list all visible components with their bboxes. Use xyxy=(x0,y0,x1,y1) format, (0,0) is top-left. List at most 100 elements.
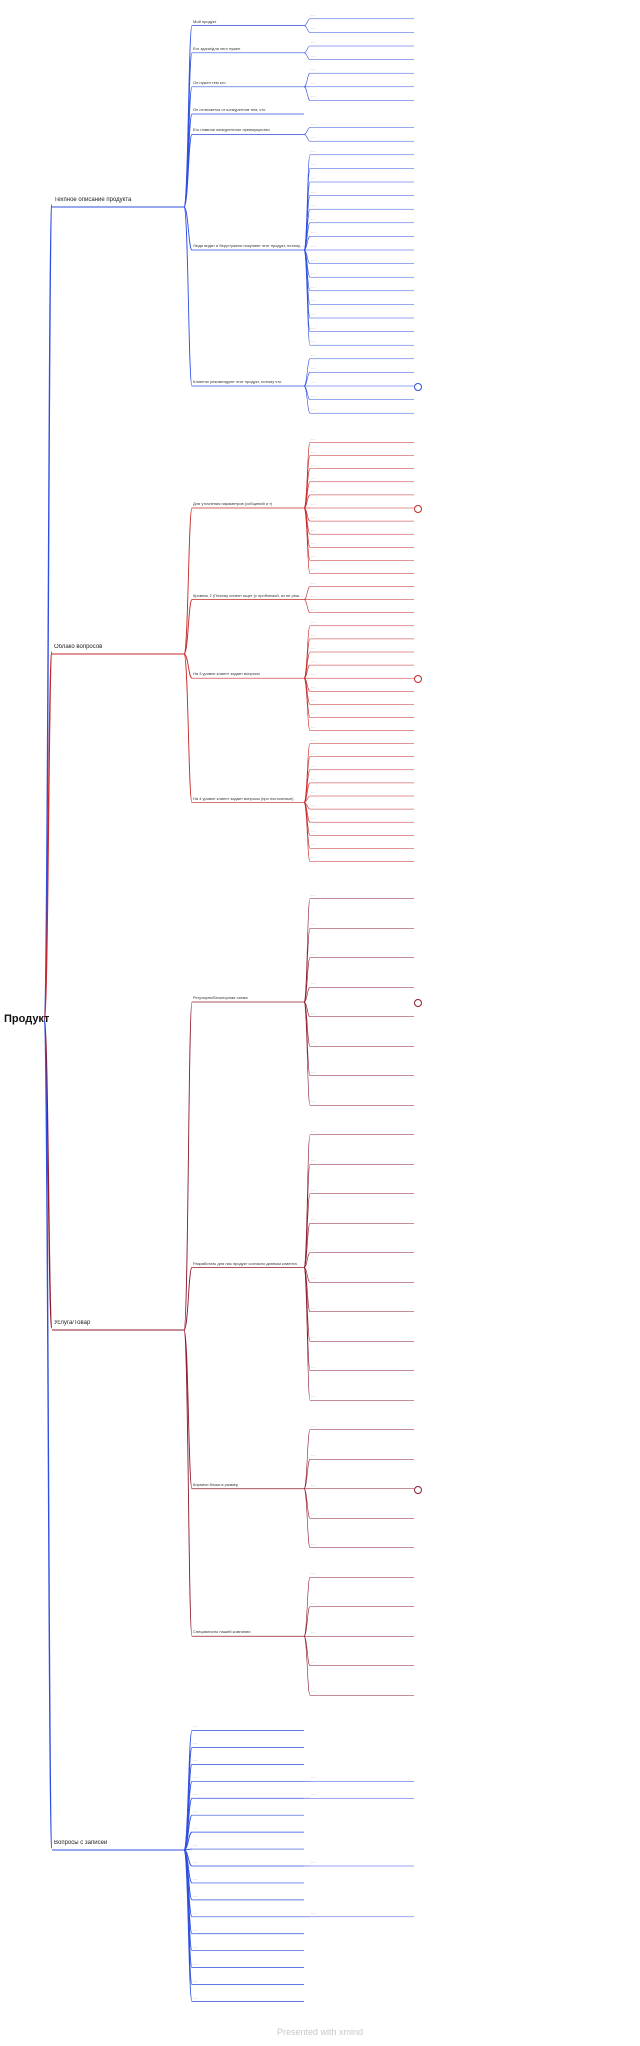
leaf-node[interactable]: … xyxy=(311,203,315,208)
leaf-node[interactable]: … xyxy=(311,580,315,585)
leaf-node[interactable]: … xyxy=(311,40,315,44)
child-node[interactable]: … xyxy=(193,1826,197,1831)
leaf-node[interactable]: … xyxy=(311,244,315,248)
child-node[interactable]: … xyxy=(193,1775,197,1780)
leaf-node[interactable]: … xyxy=(311,67,315,72)
leaf-node[interactable]: … xyxy=(311,1482,315,1487)
leaf-node[interactable]: … xyxy=(311,189,315,194)
leaf-node[interactable]: … xyxy=(311,922,315,927)
leaf-node[interactable]: … xyxy=(311,1423,315,1428)
leaf-node[interactable]: … xyxy=(311,515,315,520)
leaf-node[interactable]: … xyxy=(311,436,315,441)
leaf-node[interactable]: … xyxy=(311,475,315,480)
child-node[interactable]: … xyxy=(193,1927,197,1932)
leaf-node[interactable]: … xyxy=(311,462,315,467)
leaf-node[interactable]: … xyxy=(311,352,315,357)
leaf-node[interactable]: … xyxy=(311,981,315,986)
leaf-node[interactable]: … xyxy=(311,230,315,235)
leaf-node[interactable]: … xyxy=(311,1541,315,1546)
leaf-node[interactable]: … xyxy=(311,80,315,85)
leaf-node[interactable]: … xyxy=(311,685,315,690)
leaf-node[interactable]: … xyxy=(311,816,315,821)
child-node[interactable]: … xyxy=(193,1978,197,1983)
leaf-node[interactable]: … xyxy=(311,619,315,624)
child-node[interactable]: … xyxy=(193,1910,197,1915)
leaf-node[interactable]: … xyxy=(311,1217,315,1222)
leaf-node[interactable]: … xyxy=(311,1659,315,1664)
leaf-node[interactable]: … xyxy=(311,298,315,303)
leaf-node[interactable]: … xyxy=(311,121,315,126)
child-node[interactable]: … xyxy=(193,1741,197,1746)
leaf-node[interactable]: … xyxy=(311,312,315,316)
leaf-node[interactable]: … xyxy=(311,803,315,808)
leaf-node[interactable]: … xyxy=(311,1600,315,1605)
child-node[interactable]: … xyxy=(193,1961,197,1966)
leaf-node[interactable]: … xyxy=(311,567,315,572)
leaf-node[interactable]: … xyxy=(311,711,315,716)
leaf-node[interactable]: … xyxy=(311,380,315,384)
leaf-node[interactable]: … xyxy=(311,632,315,637)
leaf-node[interactable]: … xyxy=(311,1010,315,1015)
leaf-node[interactable]: … xyxy=(311,257,315,262)
leaf-node[interactable]: … xyxy=(311,366,315,371)
leaf-node[interactable]: … xyxy=(311,606,315,611)
leaf-node[interactable]: … xyxy=(311,271,315,276)
leaf-node[interactable]: … xyxy=(311,842,315,847)
branch-node[interactable]: Услуга/Товар xyxy=(54,1320,91,1326)
child-node[interactable]: Он отличается от конкурентов тем, что xyxy=(193,108,266,112)
child-node[interactable]: На 4 уровне клиент задает вопросы (про п… xyxy=(193,796,294,801)
leaf-node[interactable]: … xyxy=(311,528,315,533)
leaf-node[interactable]: … xyxy=(311,1394,315,1399)
leaf-node[interactable]: … xyxy=(311,698,315,703)
child-node[interactable]: … xyxy=(193,1860,197,1864)
child-node[interactable]: Кровель 2 (Почему клиент ищет (с проблем… xyxy=(193,593,305,598)
child-node[interactable]: … xyxy=(193,1944,197,1949)
leaf-node[interactable]: … xyxy=(311,659,315,664)
child-node[interactable]: Люди видят и берут/ужели покупают этот п… xyxy=(193,244,305,248)
child-node[interactable]: … xyxy=(193,1758,197,1763)
leaf-node[interactable]: … xyxy=(311,1276,315,1281)
child-node[interactable]: Клиенты рекомендуют этот продукт, потому… xyxy=(193,380,282,384)
leaf-node[interactable]: … xyxy=(311,1099,315,1104)
child-node[interactable]: Кирпичи блоки в размер xyxy=(193,1482,239,1487)
leaf-node[interactable]: … xyxy=(311,737,315,742)
collapse-toggle-icon[interactable] xyxy=(414,1485,422,1494)
child-node[interactable]: … xyxy=(193,1724,197,1729)
leaf-node[interactable]: … xyxy=(311,26,315,31)
leaf-node[interactable]: … xyxy=(311,1910,315,1915)
leaf-node[interactable]: … xyxy=(311,176,315,180)
leaf-node[interactable]: … xyxy=(311,763,315,768)
leaf-node[interactable]: … xyxy=(311,750,315,755)
child-node[interactable]: Он нужен тем кто xyxy=(193,80,226,85)
leaf-node[interactable]: … xyxy=(311,554,315,559)
root-node[interactable]: Продукт xyxy=(4,1013,50,1025)
leaf-node[interactable]: … xyxy=(311,1128,315,1133)
child-node[interactable]: … xyxy=(193,1893,197,1898)
leaf-node[interactable]: … xyxy=(311,1158,315,1163)
leaf-node[interactable]: … xyxy=(311,449,315,454)
child-node[interactable]: … xyxy=(193,1792,197,1797)
leaf-node[interactable]: … xyxy=(311,1364,315,1369)
child-node[interactable]: … xyxy=(193,1843,197,1848)
leaf-node[interactable]: … xyxy=(311,776,315,781)
leaf-node[interactable]: … xyxy=(311,325,315,330)
leaf-node[interactable]: … xyxy=(311,829,315,834)
leaf-node[interactable]: … xyxy=(311,672,315,677)
leaf-node[interactable]: … xyxy=(311,593,315,598)
collapse-toggle-icon[interactable] xyxy=(414,505,422,513)
leaf-node[interactable]: … xyxy=(311,1512,315,1517)
branch-node[interactable]: Техпное описание продукта xyxy=(54,197,132,203)
collapse-toggle-icon[interactable] xyxy=(414,675,422,684)
leaf-node[interactable]: … xyxy=(311,1775,315,1780)
leaf-node[interactable]: … xyxy=(311,284,315,289)
leaf-node[interactable]: … xyxy=(311,216,315,221)
leaf-node[interactable]: … xyxy=(311,951,315,956)
leaf-node[interactable]: … xyxy=(311,393,315,398)
branch-node[interactable]: Вопросы с записей xyxy=(54,1840,108,1846)
child-node[interactable]: Его здачи/для чего нужен xyxy=(193,46,241,51)
leaf-node[interactable]: … xyxy=(311,1792,315,1797)
collapse-toggle-icon[interactable] xyxy=(414,999,422,1007)
child-node[interactable]: Его главное конкурентное преимущество xyxy=(193,128,270,133)
leaf-node[interactable]: … xyxy=(311,53,315,58)
child-node[interactable]: … xyxy=(193,1876,197,1881)
